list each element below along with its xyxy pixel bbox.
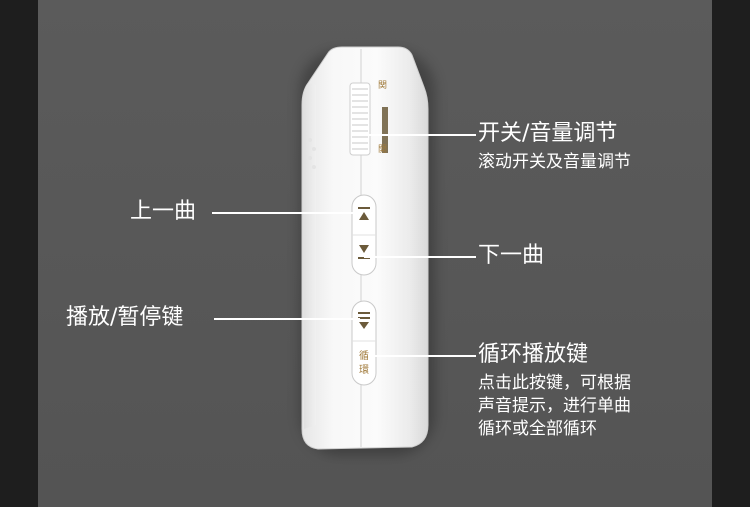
label-loop-desc-2: 声音提示，进行单曲: [478, 396, 631, 416]
label-next-track: 下一曲: [478, 243, 545, 268]
loop-button-char-1: 循: [359, 351, 369, 362]
callout-line-play-pause: [214, 318, 360, 320]
play-pause-icon: [358, 312, 370, 329]
wheel-off-mark: 関: [378, 81, 388, 91]
label-prev-track: 上一曲: [130, 199, 197, 224]
label-play-pause: 播放/暂停键: [66, 305, 184, 330]
prev-track-icon: [358, 207, 370, 220]
loop-button-char-2: 環: [359, 365, 369, 376]
label-power-volume-title: 开关/音量调节: [478, 121, 618, 146]
callout-line-loop: [370, 355, 476, 357]
label-loop-title: 循环播放键: [478, 342, 589, 367]
callout-line-next-track: [364, 256, 476, 258]
next-track-icon: [358, 245, 370, 259]
callout-line-power-volume: [364, 134, 476, 136]
label-loop-desc-3: 循环或全部循环: [478, 419, 597, 439]
audio-player-device: 関 開 循 環: [298, 45, 430, 452]
label-power-volume-desc: 滚动开关及音量调节: [478, 152, 631, 172]
wheel-on-mark: 開: [378, 145, 388, 155]
callout-line-prev-track: [212, 212, 362, 214]
label-loop-desc-1: 点击此按键，可根据: [478, 373, 631, 393]
